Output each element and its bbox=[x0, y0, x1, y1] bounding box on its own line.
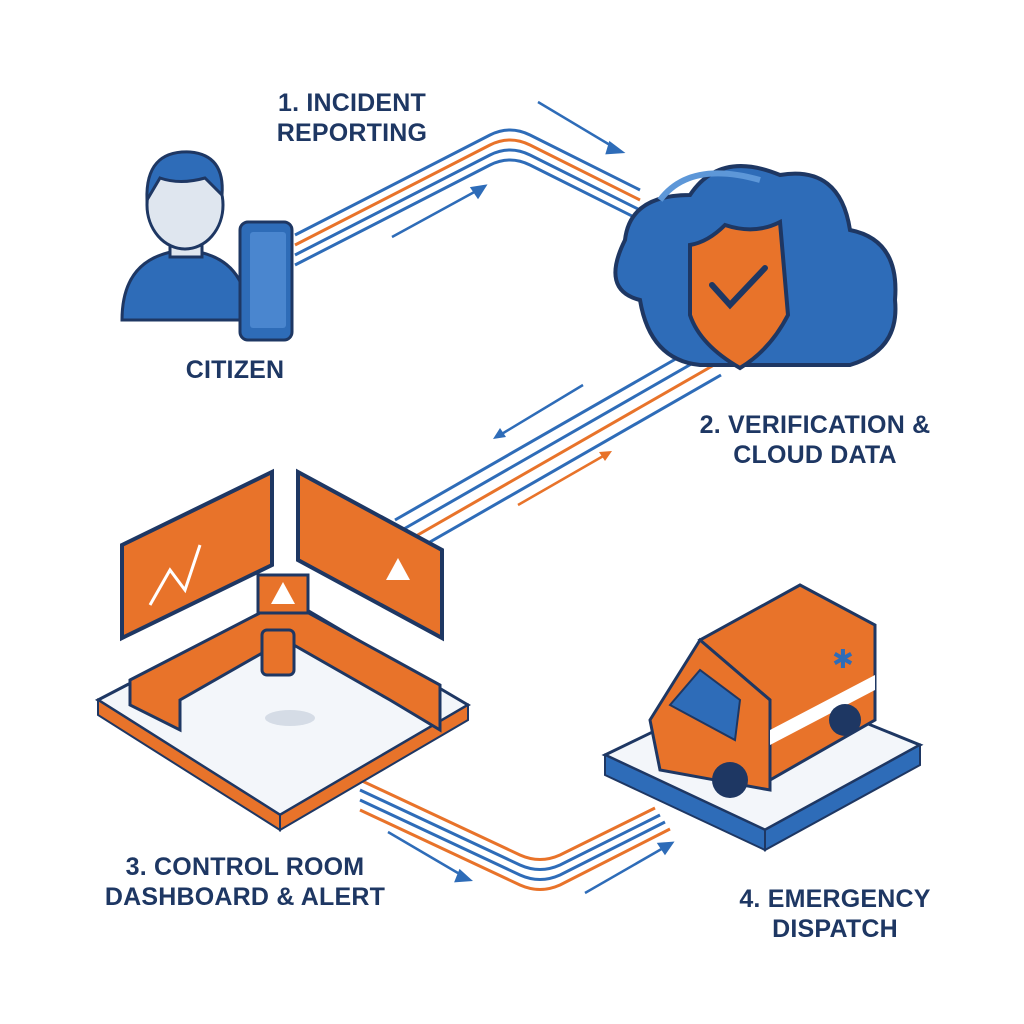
step-1-title: 1. INCIDENT bbox=[277, 89, 427, 117]
svg-text:✱: ✱ bbox=[832, 645, 854, 675]
step-3-subtitle: DASHBOARD & ALERT bbox=[104, 883, 386, 911]
step-4-label: 4. EMERGENCY DISPATCH bbox=[720, 884, 950, 944]
cloud-shield-icon bbox=[613, 164, 898, 371]
step-2-title: 2. VERIFICATION & bbox=[699, 411, 931, 439]
step-1-label: 1. INCIDENT REPORTING bbox=[262, 88, 442, 148]
person-icon bbox=[120, 150, 250, 322]
control-room-icon bbox=[94, 468, 471, 832]
step-2-label: 2. VERIFICATION & CLOUD DATA bbox=[690, 410, 940, 470]
step-3-title: 3. CONTROL ROOM bbox=[125, 853, 365, 881]
step-2-subtitle: CLOUD DATA bbox=[733, 441, 897, 469]
step-3-label: 3. CONTROL ROOM DASHBOARD & ALERT bbox=[95, 852, 395, 912]
step-1-subtitle: REPORTING bbox=[276, 119, 428, 147]
arrow-icon bbox=[391, 100, 626, 239]
connector-report-to-cloud bbox=[294, 128, 641, 267]
connector-cloud-to-control bbox=[394, 343, 722, 552]
citizen-label: CITIZEN bbox=[160, 355, 310, 385]
ambulance-icon: ✱ bbox=[601, 583, 924, 852]
citizen-text: CITIZEN bbox=[185, 356, 285, 384]
arrow-icon bbox=[387, 830, 675, 895]
smartphone-icon bbox=[238, 220, 294, 342]
step-4-title: 4. EMERGENCY bbox=[739, 885, 931, 913]
step-4-subtitle: DISPATCH bbox=[772, 915, 898, 943]
connector-control-to-dispatch bbox=[359, 778, 671, 891]
arrow-icon bbox=[493, 383, 612, 507]
